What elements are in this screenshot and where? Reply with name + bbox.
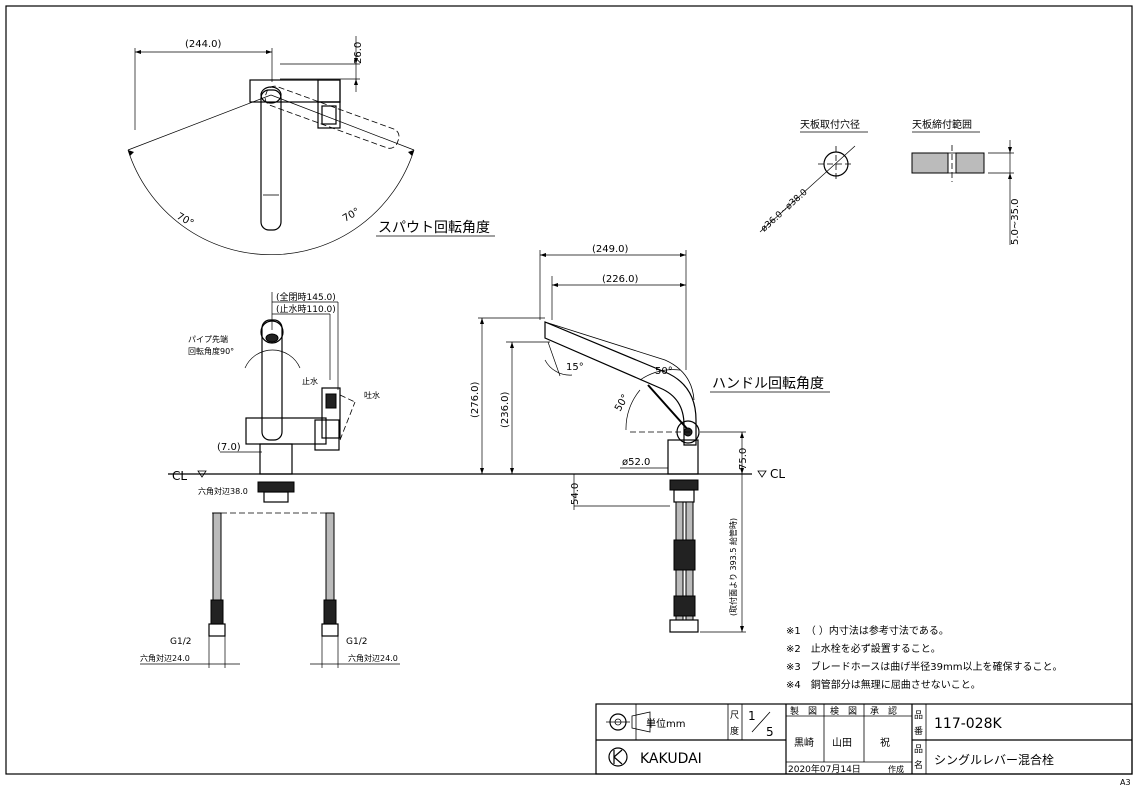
pipe-note-2: 回転角度90° (188, 346, 234, 356)
cl-right: CL (770, 467, 785, 481)
drawn-by: 黒崎 (794, 736, 814, 749)
note-2: ※2 止水栓を必ず設置すること。 (786, 642, 941, 655)
hin-label-1: 品 (914, 710, 923, 721)
date-suffix: 作成 (888, 764, 904, 774)
scale-num: 1 (748, 709, 756, 723)
hole-detail: 天板取付穴径 ø36.0~ø38.0 (759, 118, 868, 234)
approved-by: 祝 (880, 736, 890, 749)
dim-226: (226.0) (602, 274, 639, 285)
hex-38: 六角対辺38.0 (198, 486, 248, 496)
ban-label: 番 (914, 725, 923, 737)
part-name: シングルレバー混合栓 (934, 752, 1054, 767)
brand-name: KAKUDAI (640, 751, 702, 767)
clamp-title: 天板締付範囲 (912, 118, 972, 131)
note-1: ※1 （ ）内寸法は参考寸法である。 (786, 624, 949, 637)
hole-title: 天板取付穴径 (800, 118, 860, 131)
dim-236: (236.0) (500, 391, 511, 428)
hex-left: 六角対辺24.0 (140, 653, 190, 663)
dim-54: 54.0 (570, 483, 581, 505)
cl-left: CL (172, 469, 187, 483)
dim-52: ø52.0 (622, 457, 650, 468)
scale-label-2: 度 (730, 725, 739, 737)
pipe-note-1: パイプ先端 (188, 334, 228, 344)
dim-249: (249.0) (592, 244, 629, 255)
dim-276: (276.0) (470, 381, 481, 418)
spout-rotation-caption: スパウト回転角度 (378, 220, 490, 236)
side-view: (249.0) (226.0) (276.0) (236.0) 15° 50° … (470, 244, 830, 633)
checked-by: 山田 (832, 737, 852, 749)
handle-rotation-caption: ハンドル回転角度 (712, 376, 824, 392)
angle-left: 70° (175, 211, 196, 229)
g-left: G1/2 (170, 637, 191, 647)
mei-label: 名 (914, 759, 923, 771)
g-right: G1/2 (346, 637, 367, 647)
notes: ※1 （ ）内寸法は参考寸法である。 ※2 止水栓を必ず設置すること。 ※3 ブ… (786, 624, 1062, 691)
clamp-dim: 5.0~35.0 (1010, 198, 1021, 245)
angle-15: 15° (566, 362, 584, 373)
part-number: 117-028K (934, 716, 1002, 732)
dim-full: (全閉時145.0) (276, 291, 336, 303)
scale-den: 5 (766, 725, 774, 739)
hin-label-2: 品 (914, 744, 923, 755)
angle-50a: 50° (655, 366, 673, 377)
dim-stop: (止水時110.0) (276, 303, 336, 315)
note-3: ※3 ブレードホースは曲げ半径39mm以上を確保すること。 (786, 660, 1062, 673)
label-discharge: 吐水 (364, 390, 380, 400)
kakudai-logo-icon (608, 747, 628, 767)
sheet-size: A3 (1120, 778, 1131, 787)
title-block: 単位mm 尺 度 1 5 製 図 検 図 承 認 黒崎 山田 祝 品 番 品 名… (595, 703, 1133, 787)
dim-244: (244.0) (185, 39, 222, 50)
unit: 単位mm (646, 717, 685, 730)
scale-label-1: 尺 (730, 710, 739, 721)
created-date: 2020年07月14日 (788, 763, 861, 775)
hex-right: 六角対辺24.0 (348, 653, 398, 663)
header-checked: 検 図 (830, 705, 857, 717)
dim-seven: (7.0) (217, 442, 241, 453)
dim-26: 26.0 (353, 42, 364, 64)
front-view: (全閉時145.0) (止水時110.0) パイプ先端 回転角度90° 止水 吐… (140, 291, 565, 668)
clamp-detail: 天板締付範囲 5.0~35.0 (911, 118, 1021, 245)
note-4: ※4 銅管部分は無理に屈曲させないこと。 (786, 678, 981, 691)
angle-right: 70° (341, 206, 362, 224)
dim-393: (取付面より 393.5 給管時) (728, 518, 738, 616)
label-stop: 止水 (302, 376, 318, 386)
header-approved: 承 認 (870, 705, 897, 717)
hole-dim: ø36.0~ø38.0 (759, 187, 809, 234)
header-drawn: 製 図 (790, 705, 817, 717)
sheet-border (5, 5, 1133, 775)
top-view: (244.0) 26.0 70° 70° スパウト回転角度 (127, 36, 495, 256)
dim-75: 75.0 (738, 448, 749, 470)
